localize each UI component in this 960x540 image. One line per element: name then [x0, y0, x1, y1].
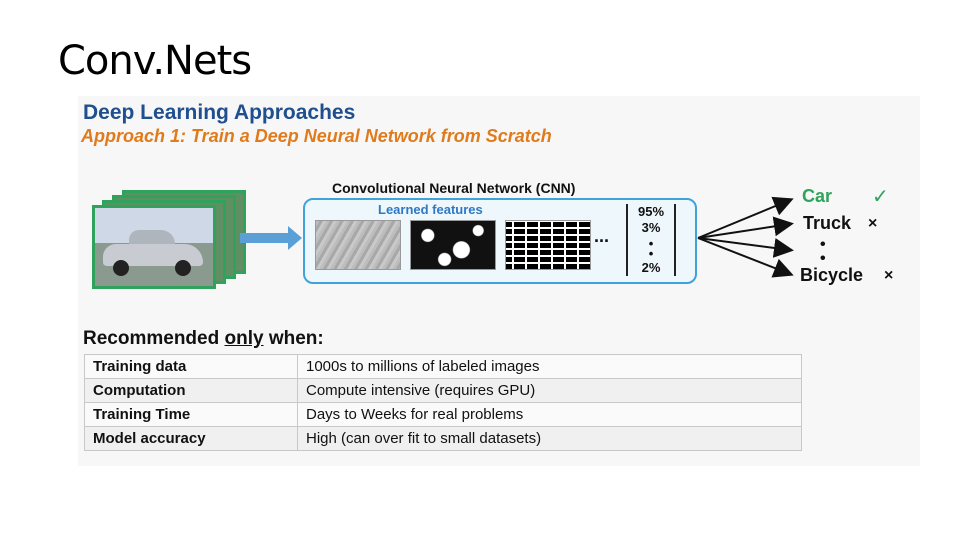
slide-title: Conv.Nets [58, 38, 252, 84]
car-image [92, 205, 216, 289]
output-value-bottom: 2% [641, 260, 661, 275]
table-value: Compute intensive (requires GPU) [297, 378, 802, 403]
table-key: Training data [84, 354, 298, 379]
output-vector: 95% 3% • • 2% [626, 204, 676, 276]
output-arrows [697, 196, 794, 278]
output-dot: • [648, 246, 654, 261]
table-value: Days to Weeks for real problems [297, 402, 802, 427]
recommend-prefix: Recommended [83, 328, 225, 349]
ellipsis: ... [594, 226, 610, 246]
feature-map-1 [315, 220, 401, 270]
table-row: Training data 1000s to millions of label… [84, 354, 802, 379]
figure-heading: Deep Learning Approaches [83, 101, 356, 124]
requirements-table: Training data 1000s to millions of label… [84, 354, 802, 451]
recommend-heading: Recommended only when: [83, 328, 324, 350]
label-truck: Truck [803, 213, 852, 233]
table-row: Training Time Days to Weeks for real pro… [84, 402, 802, 427]
table-row: Computation Compute intensive (requires … [84, 378, 802, 403]
recommend-suffix: when: [263, 328, 324, 349]
table-key: Training Time [84, 402, 298, 427]
input-arrow [240, 233, 290, 243]
table-key: Computation [84, 378, 298, 403]
label-car: Car [802, 186, 833, 206]
figure-subheading: Approach 1: Train a Deep Neural Network … [81, 126, 552, 146]
input-arrow-head [288, 226, 302, 250]
output-value-top: 95% [637, 204, 665, 219]
feature-map-2 [410, 220, 496, 270]
arrow-to-car [697, 196, 794, 239]
check-icon: ✓ [872, 186, 889, 208]
car-wheel [175, 260, 191, 276]
table-value: High (can over fit to small datasets) [297, 426, 802, 451]
table-value: 1000s to millions of labeled images [297, 354, 802, 379]
arrow-to-truck [697, 216, 794, 239]
table-key: Model accuracy [84, 426, 298, 451]
dot-icon: • [820, 236, 826, 253]
cnn-caption: Convolutional Neural Network (CNN) [332, 180, 576, 196]
table-row: Model accuracy High (can over fit to sma… [84, 426, 802, 451]
arrow-to-middle [697, 237, 794, 258]
car-roof [129, 230, 175, 248]
feature-map-3 [505, 220, 591, 270]
arrow-to-bicycle [697, 237, 794, 278]
recommend-emphasis: only [224, 328, 264, 349]
output-dot: • [648, 236, 654, 251]
cross-icon: × [868, 215, 878, 232]
car-wheel [113, 260, 129, 276]
label-bicycle: Bicycle [800, 265, 864, 285]
learned-features-label: Learned features [378, 202, 483, 217]
dot-icon: • [820, 250, 826, 267]
cross-icon: × [884, 267, 894, 284]
output-value-second: 3% [641, 220, 661, 235]
